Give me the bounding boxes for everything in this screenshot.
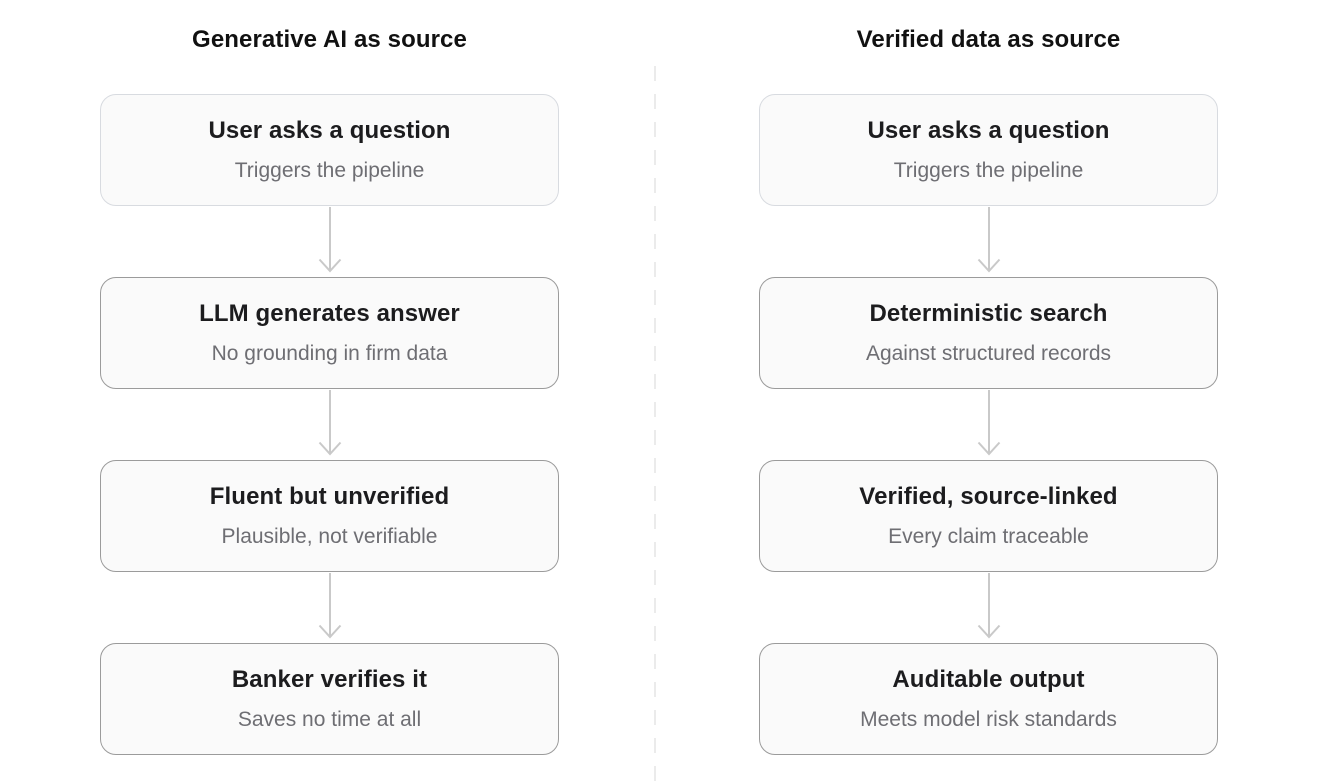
column-generative-ai: Generative AI as source User asks a ques… (100, 26, 559, 755)
node-subtitle: No grounding in firm data (211, 342, 448, 365)
arrow-down-icon (976, 572, 1002, 643)
node-title: Banker verifies it (231, 666, 428, 693)
flow-node-user-asks-question: User asks a question Triggers the pipeli… (759, 94, 1218, 206)
node-subtitle: Triggers the pipeline (234, 159, 425, 182)
node-title: Verified, source-linked (859, 483, 1118, 510)
flow-node-user-asks-question: User asks a question Triggers the pipeli… (100, 94, 559, 206)
node-title: Auditable output (892, 666, 1085, 693)
arrow-down-icon (317, 206, 343, 277)
node-subtitle: Meets model risk standards (860, 708, 1117, 731)
node-title: User asks a question (208, 117, 451, 144)
node-title: Fluent but unverified (209, 483, 450, 510)
flow-node-fluent-but-unverified: Fluent but unverified Plausible, not ver… (100, 460, 559, 572)
node-subtitle: Against structured records (865, 342, 1112, 365)
arrow-down-icon (317, 389, 343, 460)
node-title: LLM generates answer (199, 300, 460, 327)
node-subtitle: Plausible, not verifiable (221, 525, 438, 548)
node-subtitle: Saves no time at all (237, 708, 422, 731)
column-title: Verified data as source (856, 26, 1121, 53)
arrow-down-icon (976, 389, 1002, 460)
node-subtitle: Triggers the pipeline (893, 159, 1084, 182)
column-title: Generative AI as source (192, 26, 467, 53)
arrow-down-icon (317, 572, 343, 643)
flow-node-verified-source-linked: Verified, source-linked Every claim trac… (759, 460, 1218, 572)
column-verified-data: Verified data as source User asks a ques… (659, 0, 1318, 784)
flow-node-banker-verifies-it: Banker verifies it Saves no time at all (100, 643, 559, 755)
node-title: Deterministic search (869, 300, 1108, 327)
node-title: User asks a question (867, 117, 1110, 144)
flow-node-llm-generates-answer: LLM generates answer No grounding in fir… (100, 277, 559, 389)
node-subtitle: Every claim traceable (888, 525, 1089, 548)
arrow-down-icon (976, 206, 1002, 277)
flow-node-deterministic-search: Deterministic search Against structured … (759, 277, 1218, 389)
flow-node-auditable-output: Auditable output Meets model risk standa… (759, 643, 1218, 755)
